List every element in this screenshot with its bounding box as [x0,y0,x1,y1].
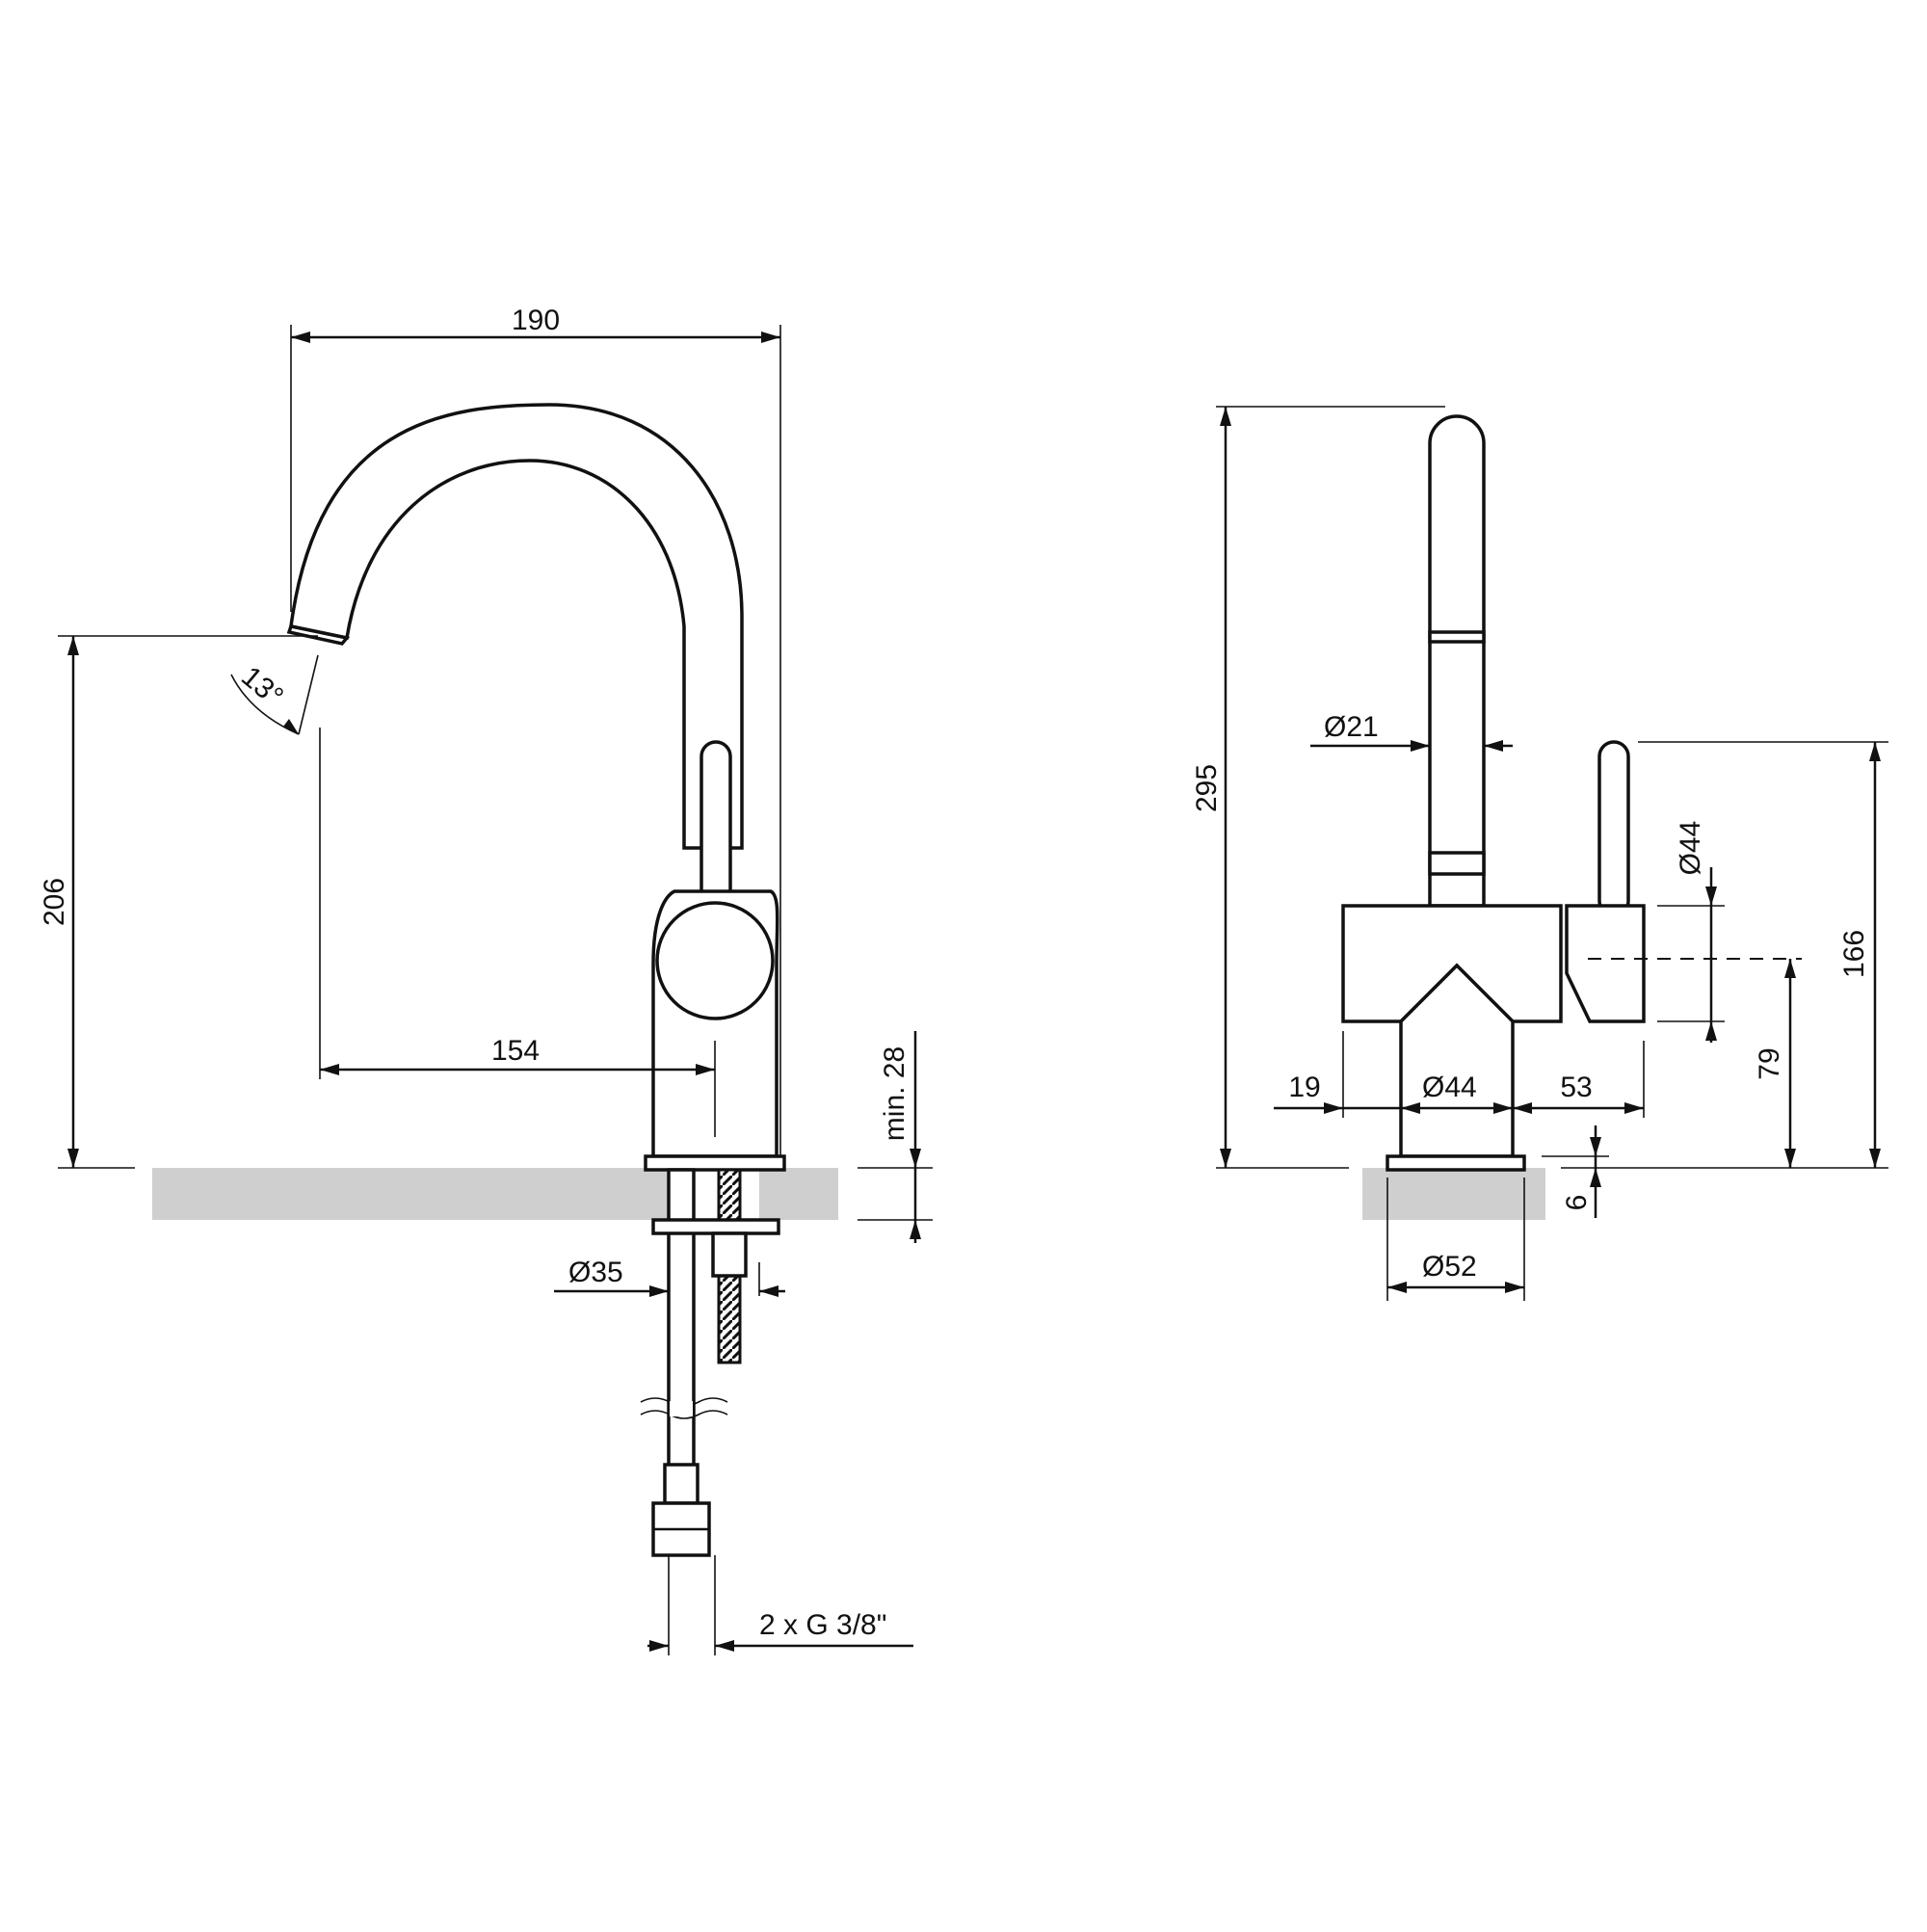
dim-190: 190 [512,304,560,336]
countertop-left [152,1168,673,1220]
spout-ring [1428,630,1486,644]
dim-206: 206 [39,878,70,926]
countertop-front [1362,1168,1545,1220]
diameter-symbol: Ø [1422,1251,1444,1283]
dim-diameter-35: 35 [591,1257,622,1288]
svg-text:Ø44: Ø44 [1422,1072,1477,1103]
dim-79: 79 [1754,1047,1785,1079]
dim-diameter-44-body: 44 [1444,1072,1476,1103]
base-plate [644,1154,786,1172]
side-view: 190 206 13° 154 min. 28 [39,304,933,1655]
mounting-nut [711,1231,748,1278]
svg-text:Ø21: Ø21 [1324,711,1379,743]
dim-diameter-52: 52 [1444,1251,1476,1283]
spout-collar [1428,851,1486,876]
front-view: 295 Ø21 Ø44 79 166 [1191,406,1888,1301]
dim-53: 53 [1560,1072,1592,1103]
dim-diameter-21: 21 [1346,711,1378,743]
dim-min-28: min. 28 [879,1046,911,1141]
svg-text:Ø52: Ø52 [1422,1251,1477,1283]
dim-connection: 2 x G 3/8" [759,1609,886,1641]
mounting-washer [651,1218,780,1235]
spout-column [1428,414,1486,908]
diameter-symbol: Ø [1422,1072,1444,1103]
svg-text:Ø44: Ø44 [1675,821,1706,876]
diameter-symbol: Ø [1324,711,1346,743]
svg-text:Ø35: Ø35 [568,1257,623,1288]
dim-13-degrees: 13° [235,660,289,712]
dim-19: 19 [1288,1072,1320,1103]
diameter-symbol: Ø [568,1257,591,1288]
lever [700,740,732,908]
handle-knob [655,901,775,1020]
spout [289,403,744,850]
dim-diameter-44-handle: 44 [1675,821,1706,853]
dim-166: 166 [1838,930,1870,978]
diameter-symbol: Ø [1675,853,1706,875]
dim-6: 6 [1561,1195,1593,1211]
hose-fitting [663,1463,700,1505]
front-lever [1597,740,1630,917]
spout-tip [286,623,351,646]
handle-cap [1565,904,1646,1023]
dim-154: 154 [491,1035,540,1067]
dim-295: 295 [1191,764,1223,812]
front-base-plate [1386,1154,1526,1172]
countertop-right [759,1168,838,1220]
